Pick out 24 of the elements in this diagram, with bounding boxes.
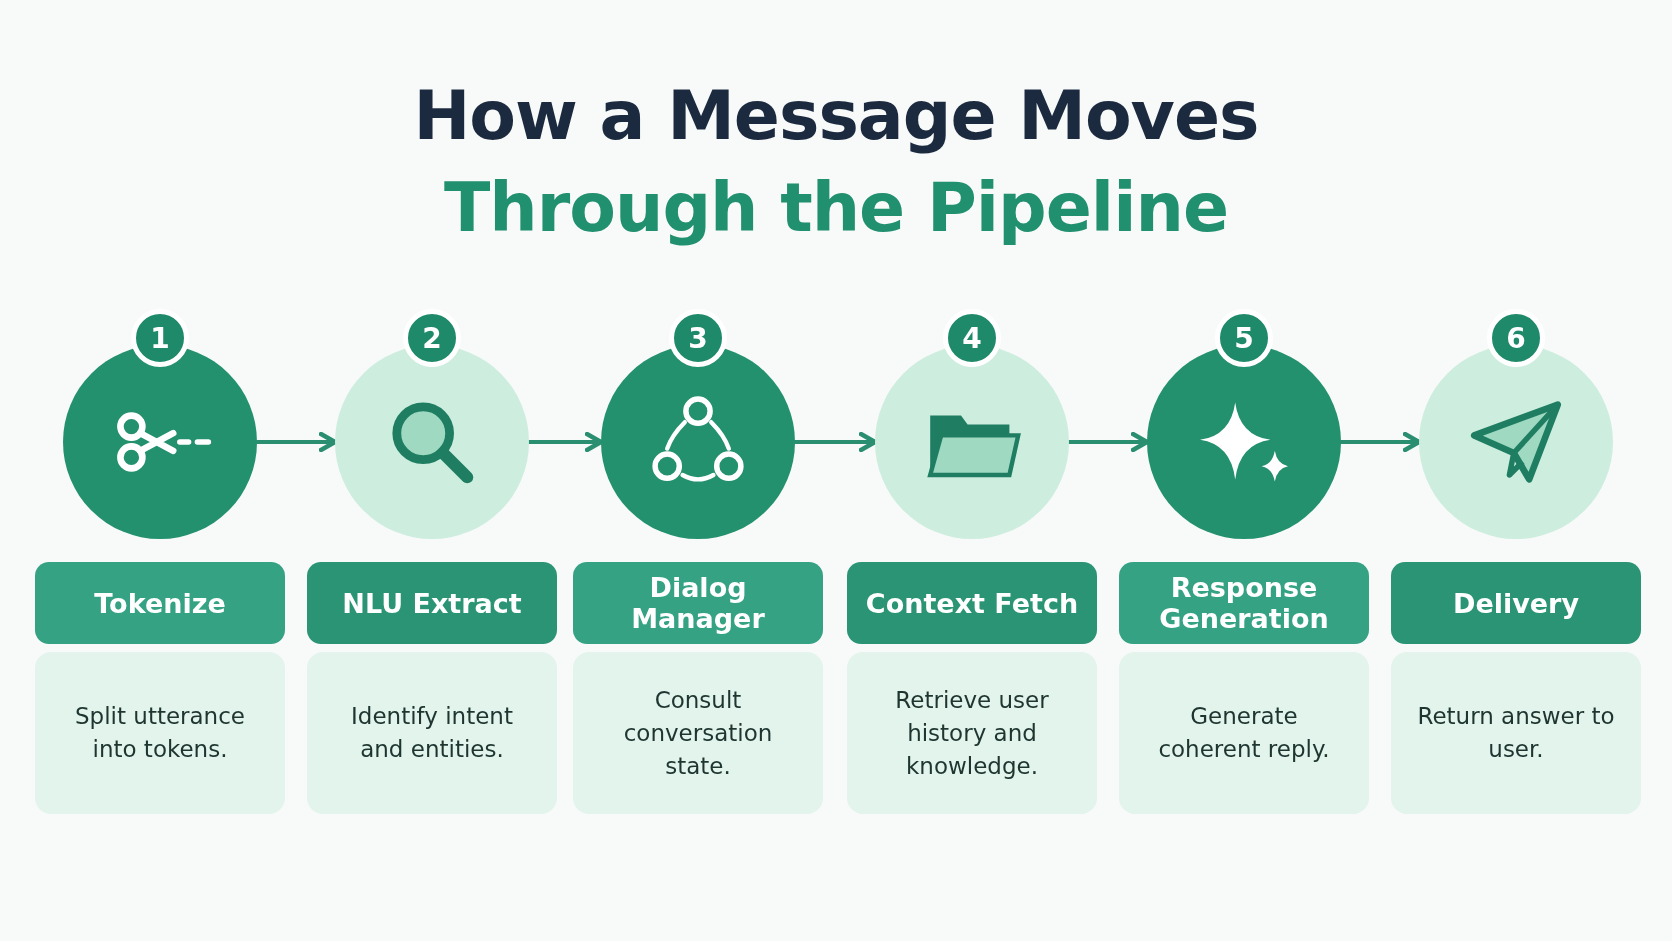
step-title-box: NLU Extract — [307, 562, 557, 644]
arrow — [793, 431, 878, 453]
step-number-badge: 6 — [1487, 309, 1545, 367]
step-title-box: Dialog Manager — [573, 562, 823, 644]
arrow — [255, 431, 338, 453]
arrow — [1339, 431, 1422, 453]
step-title-box: Context Fetch — [847, 562, 1097, 644]
step-number-badge: 5 — [1215, 309, 1273, 367]
step-title-box: Response Generation — [1119, 562, 1369, 644]
step-description-box: Identify intent and entities. — [307, 652, 557, 814]
step-number-badge: 2 — [403, 309, 461, 367]
step-number-badge: 1 — [131, 309, 189, 367]
step-title-box: Delivery — [1391, 562, 1641, 644]
step-description-box: Consult conversation state. — [573, 652, 823, 814]
step-description-box: Retrieve user history and knowledge. — [847, 652, 1097, 814]
arrow — [1067, 431, 1150, 453]
step-title-box: Tokenize — [35, 562, 285, 644]
step-description-box: Split utterance into tokens. — [35, 652, 285, 814]
step-number-badge: 3 — [669, 309, 727, 367]
step-number-badge: 4 — [943, 309, 1001, 367]
title: How a Message Moves Through the Pipeline — [412, 75, 1260, 249]
step-description-box: Generate coherent reply. — [1119, 652, 1369, 814]
step-description-box: Return answer to user. — [1391, 652, 1641, 814]
arrow — [527, 431, 604, 453]
